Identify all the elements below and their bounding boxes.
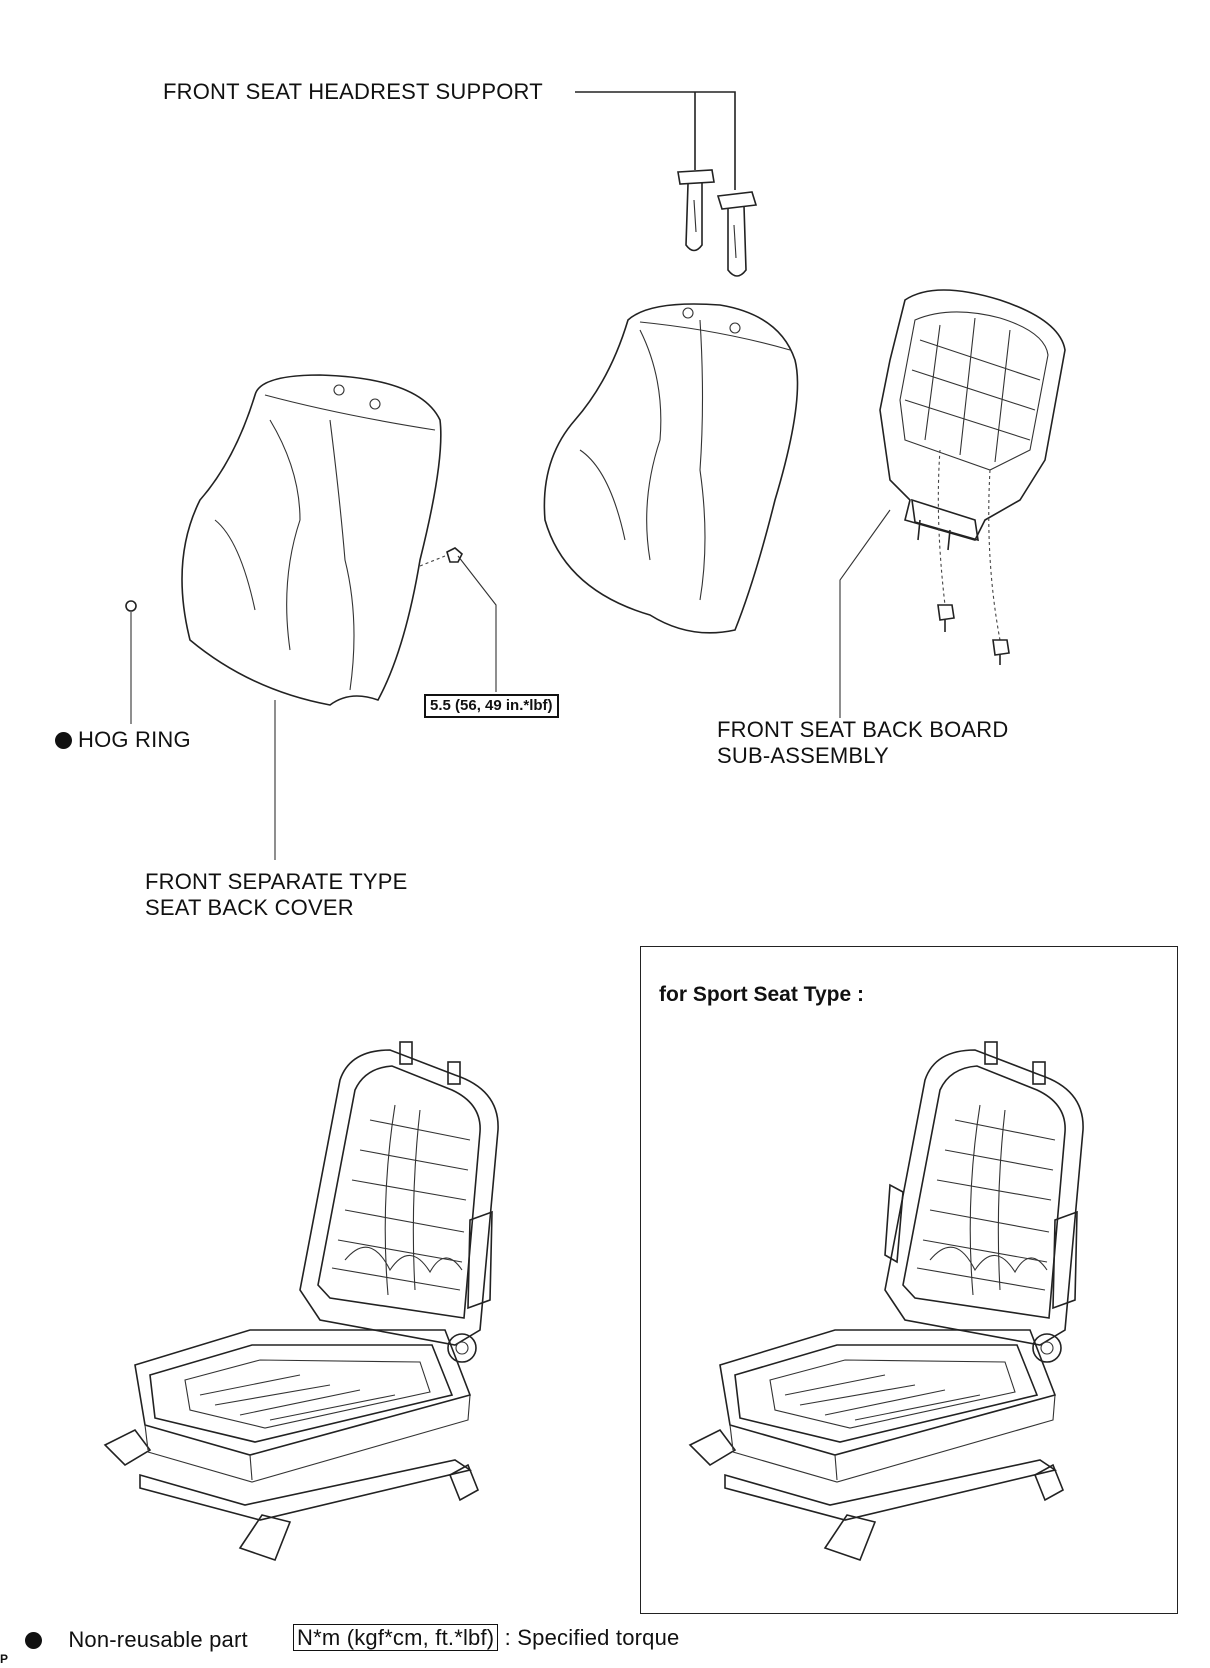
back-board-drawing: [879, 289, 1066, 665]
seat-back-pad-drawing: [543, 303, 799, 634]
seat-frame-sport: [689, 1041, 1084, 1561]
legend-torque-unit: N*m (kgf*cm, ft.*lbf): [293, 1624, 499, 1651]
legend-specified-torque: : Specified torque: [504, 1625, 680, 1650]
seat-frame-standard: [104, 1041, 499, 1561]
non-reusable-legend-icon: [25, 1632, 42, 1649]
sport-seat-type-title: for Sport Seat Type :: [659, 983, 864, 1006]
label-hog-ring: HOG RING: [55, 726, 191, 754]
hog-ring-drawing: [125, 600, 137, 612]
legend-torque: N*m (kgf*cm, ft.*lbf) : Specified torque: [293, 1624, 679, 1652]
sport-seat-type-panel: for Sport Seat Type :: [640, 946, 1178, 1614]
label-back-board-line2: SUB-ASSEMBLY: [717, 743, 889, 768]
torque-spec-box: 5.5 (56, 49 in.*lbf): [424, 694, 559, 718]
seat-back-cover-drawing: [181, 374, 442, 706]
label-cover-line1: FRONT SEPARATE TYPE: [145, 869, 408, 894]
label-back-board-line1: FRONT SEAT BACK BOARD: [717, 717, 1009, 742]
corner-mark: P: [0, 1652, 9, 1666]
headrest-support-left: [677, 169, 715, 252]
hog-ring-text: HOG RING: [78, 727, 191, 752]
label-cover-line2: SEAT BACK COVER: [145, 895, 354, 920]
non-reusable-icon: [55, 732, 72, 749]
legend-non-reusable-text: Non-reusable part: [68, 1627, 248, 1652]
legend-non-reusable: Non-reusable part: [25, 1626, 248, 1654]
headrest-support-right: [716, 191, 758, 277]
label-headrest-support: FRONT SEAT HEADREST SUPPORT: [163, 79, 543, 104]
